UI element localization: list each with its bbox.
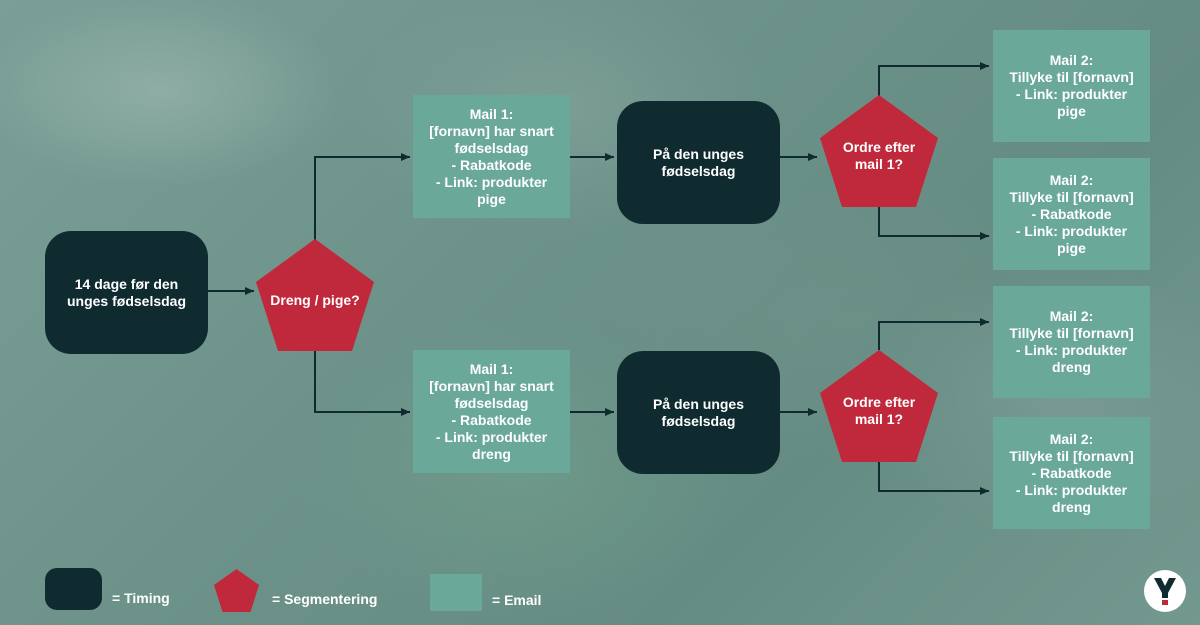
segmentation-label: Dreng / pige? — [270, 291, 360, 308]
connector-check-boy-to-mail2-code — [878, 462, 989, 495]
email-node-mail1-girl: Mail 1: [fornavn] har snart fødselsdag -… — [413, 95, 570, 218]
segmentation-label: Ordre efter mail 1? — [842, 394, 916, 427]
pentagon-shape — [256, 239, 374, 351]
segmentation-node-gender: Dreng / pige? — [255, 238, 375, 352]
legend-email-label: = Email — [492, 592, 542, 608]
segmentation-label: Ordre efter mail 1? — [842, 139, 916, 172]
timing-node-start: 14 dage før den unges fødselsdag — [45, 231, 208, 354]
legend-segmentation-swatch — [214, 569, 259, 612]
connector-split-to-mail1-boy — [314, 350, 410, 416]
pentagon-shape — [820, 95, 938, 207]
legend-timing-swatch — [45, 568, 102, 610]
pentagon-shape — [820, 350, 938, 462]
legend-segmentation-label: = Segmentering — [272, 591, 378, 607]
email-node-mail2-girl-no-code: Mail 2: Tillyke til [fornavn] - Link: pr… — [993, 30, 1150, 142]
connector-check-girl-to-mail2-code — [878, 205, 989, 240]
connector-check-boy-to-mail2-no-code — [878, 318, 989, 350]
connector-split-to-mail1-girl — [314, 153, 410, 240]
legend-email-swatch — [430, 574, 482, 611]
connector-check-girl-to-mail2-no-code — [878, 62, 989, 96]
timing-node-birthday-boy: På den unges fødselsdag — [617, 351, 780, 474]
email-node-mail2-boy-no-code: Mail 2: Tillyke til [fornavn] - Link: pr… — [993, 286, 1150, 398]
email-node-mail2-girl-code: Mail 2: Tillyke til [fornavn] - Rabatkod… — [993, 158, 1150, 270]
email-node-mail2-boy-code: Mail 2: Tillyke til [fornavn] - Rabatkod… — [993, 417, 1150, 529]
legend-timing-label: = Timing — [112, 590, 170, 606]
email-node-mail1-boy: Mail 1: [fornavn] har snart fødselsdag -… — [413, 350, 570, 473]
y-exclamation-logo-icon — [1144, 570, 1186, 612]
segmentation-node-order-girl: Ordre efter mail 1? — [819, 94, 939, 208]
segmentation-node-order-boy: Ordre efter mail 1? — [819, 349, 939, 463]
timing-node-birthday-girl: På den unges fødselsdag — [617, 101, 780, 224]
